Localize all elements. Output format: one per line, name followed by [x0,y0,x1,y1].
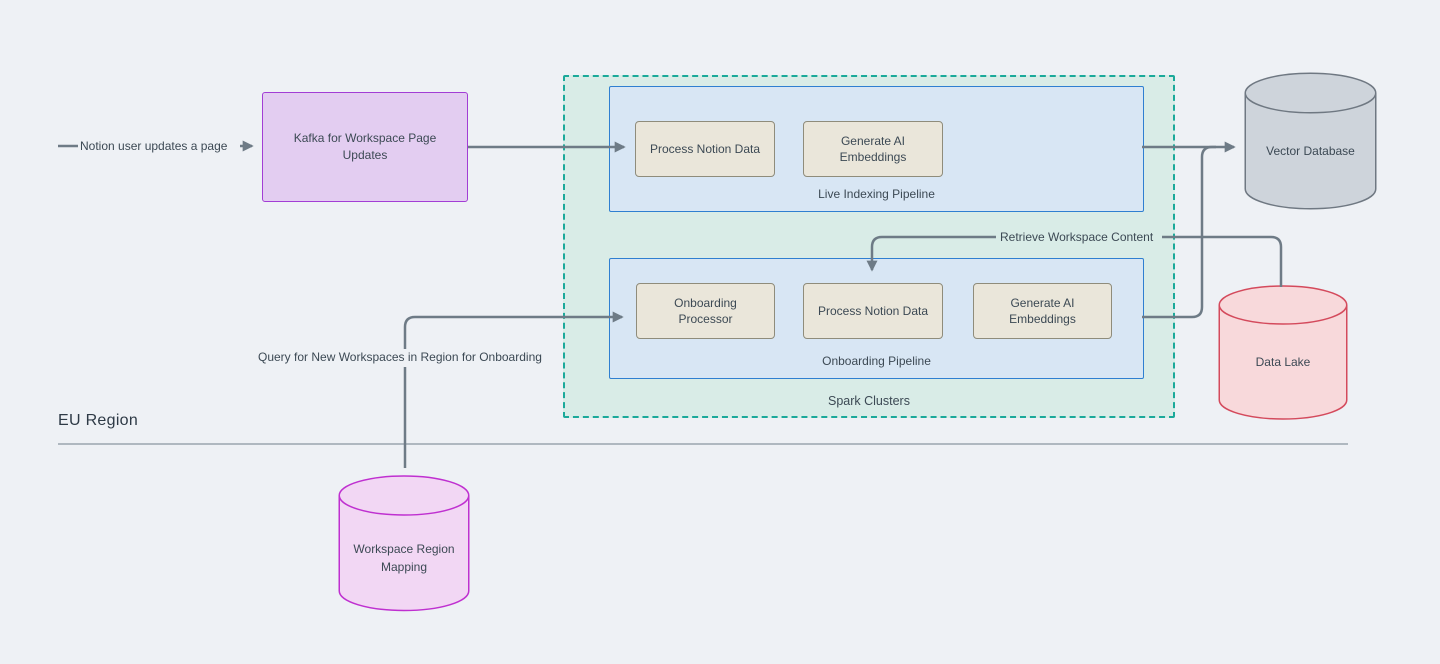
node-data-lake: Data Lake [1218,285,1348,420]
vector-database-label: Vector Database [1266,144,1355,159]
node-generate-ai-embeddings-onboarding: Generate AI Embeddings [973,283,1112,339]
database-cylinder-icon [1244,72,1377,210]
task-label: Process Notion Data [649,141,761,156]
live-indexing-pipeline-label: Live Indexing Pipeline [818,187,935,201]
container-spark-clusters: Process Notion Data Generate AI Embeddin… [563,75,1175,418]
region-label: EU Region [58,412,139,429]
node-live-indexing-pipeline: Process Notion Data Generate AI Embeddin… [609,86,1144,212]
node-vector-database: Vector Database [1244,72,1377,210]
connector-data-lake-to-label [1162,235,1283,287]
task-label: Generate AI Embeddings [839,133,907,164]
node-kafka: Kafka for Workspace Page Updates [262,92,468,202]
node-workspace-region-mapping: Workspace Region Mapping [338,475,470,612]
edge-label-query-workspaces: Query for New Workspaces in Region for O… [258,350,542,364]
node-generate-ai-embeddings-live: Generate AI Embeddings [803,121,943,177]
node-process-notion-data-live: Process Notion Data [635,121,775,177]
node-onboarding-processor: Onboarding Processor [636,283,775,339]
task-label: Process Notion Data [817,303,929,318]
data-lake-label: Data Lake [1255,354,1311,369]
node-process-notion-data-onboarding: Process Notion Data [803,283,943,339]
node-kafka-label: Kafka for Workspace Page Updates [293,130,437,162]
onboarding-pipeline-label: Onboarding Pipeline [822,354,931,368]
edge-label-notion-update: Notion user updates a page [80,139,228,153]
node-onboarding-pipeline: Onboarding Processor Process Notion Data… [609,258,1144,379]
workspace-region-mapping-label: Workspace Region Mapping [353,542,455,574]
database-cylinder-icon [1218,285,1348,420]
edge-label-retrieve-content: Retrieve Workspace Content [1000,230,1154,244]
task-label: Onboarding Processor [674,295,737,326]
task-label: Generate AI Embeddings [1009,295,1076,326]
database-cylinder-icon [338,475,470,612]
spark-clusters-label: Spark Clusters [828,394,910,408]
